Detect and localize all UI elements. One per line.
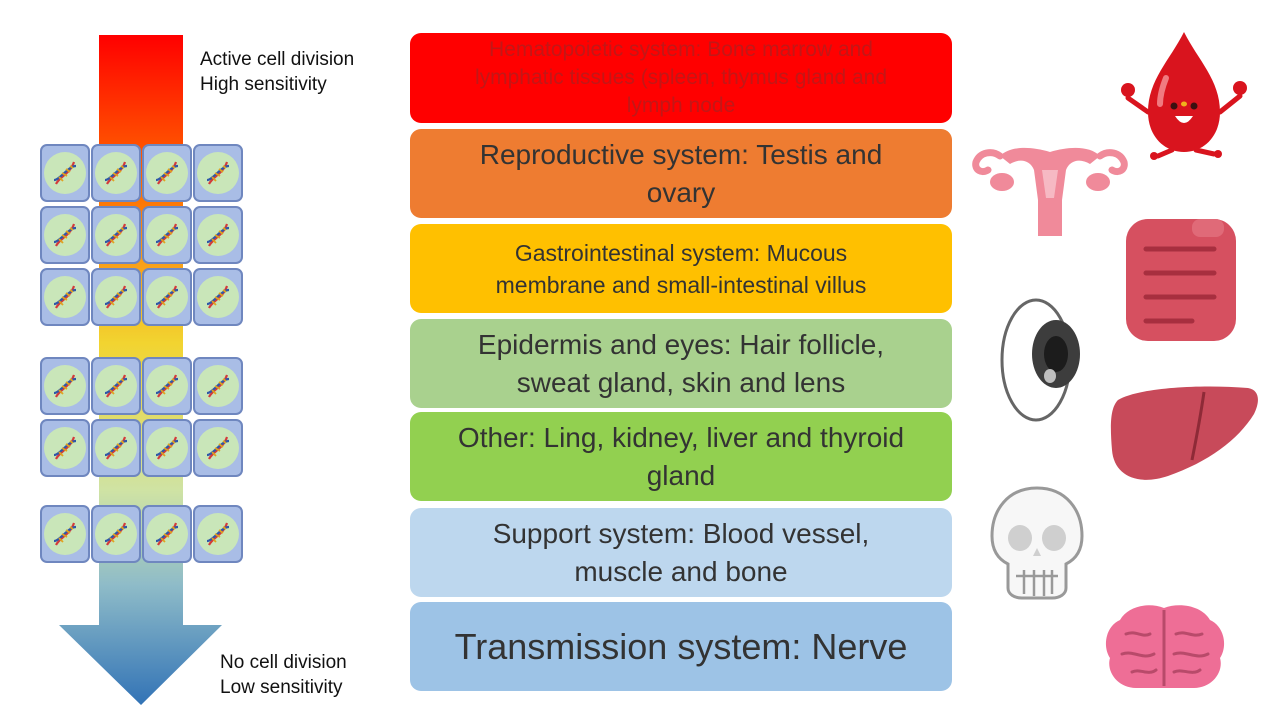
dna-icon xyxy=(95,513,137,555)
dna-icon xyxy=(44,214,86,256)
dna-icon xyxy=(197,513,239,555)
cell-row xyxy=(40,419,243,477)
cell xyxy=(91,505,141,563)
system-box-line: Hematopoietic system: Bone marrow and xyxy=(488,38,873,61)
dna-icon xyxy=(95,214,137,256)
cell xyxy=(91,268,141,326)
dna-icon xyxy=(44,152,86,194)
system-box-line: ovary xyxy=(646,176,716,208)
dna-icon xyxy=(44,427,86,469)
system-box-line: muscle and bone xyxy=(574,555,788,587)
system-box-line: Support system: Blood vessel, xyxy=(492,517,870,549)
system-box: Other: Ling, kidney, liver and thyroid gl… xyxy=(410,412,952,501)
eyeball-icon xyxy=(1000,298,1080,422)
liver-icon xyxy=(1110,386,1258,480)
cell xyxy=(193,357,243,415)
cell-row xyxy=(40,357,243,415)
system-box: Gastrointestinal system: Mucous membrane … xyxy=(410,224,952,313)
cell xyxy=(40,357,90,415)
system-box-line: sweat gland, skin and lens xyxy=(516,366,846,398)
dna-icon xyxy=(146,276,188,318)
uterus-icon xyxy=(972,147,1128,236)
cell xyxy=(142,419,192,477)
dna-icon xyxy=(44,276,86,318)
dna-icon xyxy=(197,214,239,256)
skull-icon xyxy=(990,486,1084,600)
system-box-line: membrane and small-intestinal villus xyxy=(495,271,867,298)
high-sensitivity-label: Active cell division High sensitivity xyxy=(200,47,354,97)
system-box-line: Other: Ling, kidney, liver and thyroid xyxy=(457,421,905,453)
dna-icon xyxy=(95,427,137,469)
cell-row xyxy=(40,144,243,202)
intestine-icon xyxy=(1126,219,1236,341)
dna-icon xyxy=(146,214,188,256)
dna-icon xyxy=(146,513,188,555)
cell xyxy=(193,419,243,477)
system-box-line: gland xyxy=(646,459,716,491)
dna-icon xyxy=(197,276,239,318)
cell xyxy=(142,268,192,326)
dna-icon xyxy=(95,276,137,318)
cell xyxy=(40,206,90,264)
dna-icon xyxy=(197,365,239,407)
system-box: Hematopoietic system: Bone marrow and lym… xyxy=(410,33,952,123)
system-box: Reproductive system: Testis and ovary xyxy=(410,129,952,218)
cell-row xyxy=(40,268,243,326)
dna-icon xyxy=(44,365,86,407)
cell xyxy=(193,206,243,264)
cell xyxy=(193,144,243,202)
dna-icon xyxy=(197,427,239,469)
low-sensitivity-label: No cell division Low sensitivity xyxy=(220,650,347,700)
dna-icon xyxy=(146,152,188,194)
cell xyxy=(193,268,243,326)
cell xyxy=(40,505,90,563)
dna-icon xyxy=(95,152,137,194)
dna-icon xyxy=(146,365,188,407)
cell xyxy=(193,505,243,563)
dna-icon xyxy=(44,513,86,555)
cell-row xyxy=(40,206,243,264)
cell xyxy=(40,144,90,202)
system-box: Transmission system: Nerve xyxy=(410,602,952,691)
cell xyxy=(40,419,90,477)
cell xyxy=(91,144,141,202)
dna-icon xyxy=(146,427,188,469)
system-box: Support system: Blood vessel, muscle and … xyxy=(410,508,952,597)
cell xyxy=(142,206,192,264)
brain-icon xyxy=(1105,605,1225,688)
dna-icon xyxy=(197,152,239,194)
system-box: Epidermis and eyes: Hair follicle, sweat … xyxy=(410,319,952,408)
dna-icon xyxy=(95,365,137,407)
bottom-label-line-2: Low sensitivity xyxy=(220,677,343,698)
system-box-line: Epidermis and eyes: Hair follicle, xyxy=(477,328,885,360)
top-label-line-1: Active cell division xyxy=(200,49,355,70)
cell xyxy=(142,357,192,415)
cell xyxy=(91,206,141,264)
system-box-line: Transmission system: Nerve xyxy=(454,625,908,667)
system-box-line: Gastrointestinal system: Mucous xyxy=(514,239,848,266)
cell xyxy=(91,419,141,477)
cell xyxy=(40,268,90,326)
blood-drop-icon xyxy=(1121,32,1247,160)
cell xyxy=(91,357,141,415)
system-box-line: lymphatic tissues (spleen, thymus gland … xyxy=(474,66,888,89)
cell xyxy=(142,505,192,563)
bottom-label-line-1: No cell division xyxy=(220,652,347,673)
cell xyxy=(142,144,192,202)
system-box-line: Reproductive system: Testis and xyxy=(479,138,883,170)
cell-row xyxy=(40,505,243,563)
system-box-line: lymph node xyxy=(626,94,736,117)
top-label-line-2: High sensitivity xyxy=(200,74,327,95)
